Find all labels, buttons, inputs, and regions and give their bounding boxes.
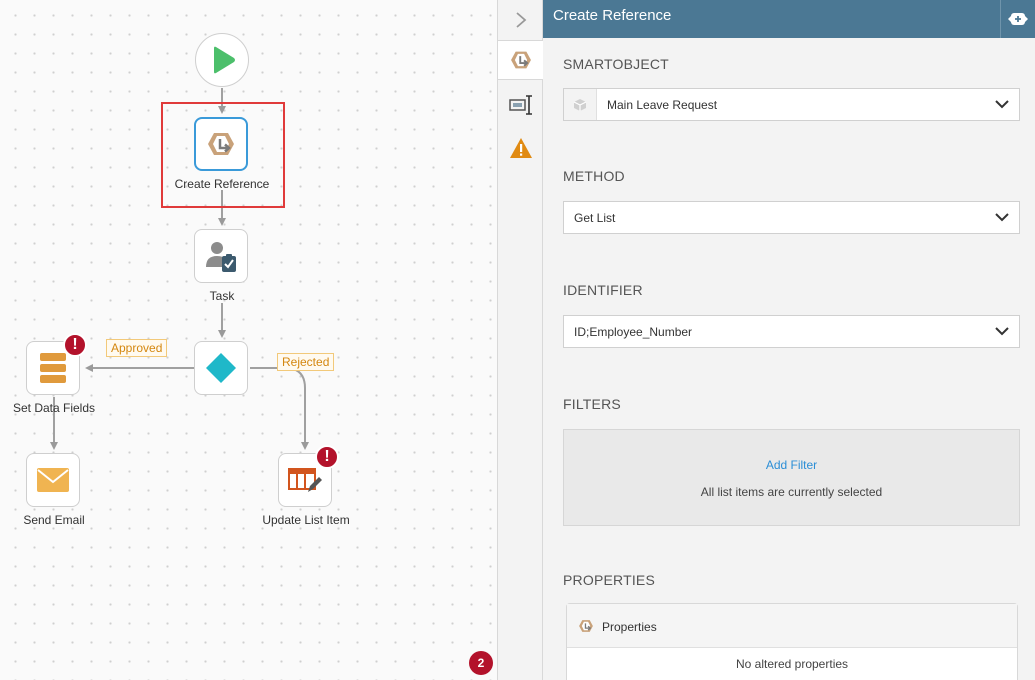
- properties-section-title: PROPERTIES: [563, 572, 655, 588]
- create-reference-icon: [208, 133, 234, 155]
- smartobject-section-title: SMARTOBJECT: [563, 56, 669, 72]
- identifier-section-title: IDENTIFIER: [563, 282, 643, 298]
- approved-edge-label[interactable]: Approved: [106, 339, 168, 357]
- filters-box: Add Filter All list items are currently …: [563, 429, 1020, 526]
- envelope-icon: [37, 468, 69, 492]
- chevron-down-icon: [985, 327, 1019, 336]
- set-data-fields-label: Set Data Fields: [12, 401, 96, 415]
- data-fields-icon: [40, 353, 66, 383]
- task-user-icon: [206, 242, 236, 272]
- method-section-title: METHOD: [563, 168, 625, 184]
- add-filter-link[interactable]: Add Filter: [765, 458, 818, 472]
- method-select[interactable]: Get List: [563, 201, 1020, 234]
- tab-input-fields[interactable]: [498, 85, 543, 125]
- smartobject-value: Main Leave Request: [607, 97, 718, 112]
- properties-box-title: Properties: [602, 620, 657, 634]
- expand-panel-button[interactable]: [1000, 0, 1035, 38]
- list-edit-icon: [288, 468, 322, 492]
- start-node[interactable]: [195, 33, 249, 87]
- smartobject-cube-icon: [564, 89, 597, 120]
- panel-header: Create Reference: [543, 0, 1035, 38]
- set-data-fields-error-icon[interactable]: !: [63, 333, 87, 357]
- issues-count-badge[interactable]: 2: [469, 651, 493, 675]
- properties-panel: Create Reference SMARTOBJECT Main Leave …: [543, 0, 1035, 680]
- create-reference-tab-icon: [510, 51, 531, 69]
- expand-arrows-icon: [1008, 13, 1028, 25]
- tab-warnings[interactable]: [498, 128, 543, 168]
- warning-icon: [509, 138, 532, 158]
- selection-highlight: [161, 102, 285, 208]
- no-properties-text: No altered properties: [735, 657, 849, 671]
- send-email-node[interactable]: [26, 453, 80, 507]
- create-reference-small-icon: [579, 620, 593, 632]
- tab-step-properties[interactable]: [498, 40, 543, 80]
- method-value: Get List: [574, 210, 616, 225]
- rejected-edge-label[interactable]: Rejected: [277, 353, 335, 371]
- panel-title: Create Reference: [553, 7, 672, 24]
- play-icon: [214, 46, 235, 74]
- properties-box-header[interactable]: Properties: [567, 604, 1017, 648]
- properties-box: Properties No altered properties: [566, 603, 1018, 680]
- panel-tab-strip: [497, 0, 543, 680]
- chevron-down-icon: [985, 100, 1019, 109]
- filters-section-title: FILTERS: [563, 396, 621, 412]
- filters-note: All list items are currently selected: [700, 485, 883, 499]
- identifier-value: ID;Employee_Number: [574, 324, 693, 339]
- create-reference-label: Create Reference: [174, 177, 270, 191]
- update-list-item-error-icon[interactable]: !: [315, 445, 339, 469]
- decision-diamond-icon: [206, 353, 236, 383]
- chevron-right-icon: [515, 12, 526, 28]
- chevron-down-icon: [985, 213, 1019, 222]
- decision-node[interactable]: [194, 341, 248, 395]
- text-field-icon: [508, 95, 532, 115]
- collapse-panel-button[interactable]: [498, 0, 543, 40]
- send-email-label: Send Email: [23, 513, 85, 527]
- workflow-canvas[interactable]: Create Reference Task Approved Rejected …: [0, 0, 497, 680]
- task-node[interactable]: [194, 229, 248, 283]
- identifier-select[interactable]: ID;Employee_Number: [563, 315, 1020, 348]
- task-label: Task: [209, 289, 235, 303]
- create-reference-node[interactable]: [194, 117, 248, 171]
- smartobject-select[interactable]: Main Leave Request: [563, 88, 1020, 121]
- update-list-item-label: Update List Item: [262, 513, 350, 527]
- connector-rejected[interactable]: [250, 367, 309, 450]
